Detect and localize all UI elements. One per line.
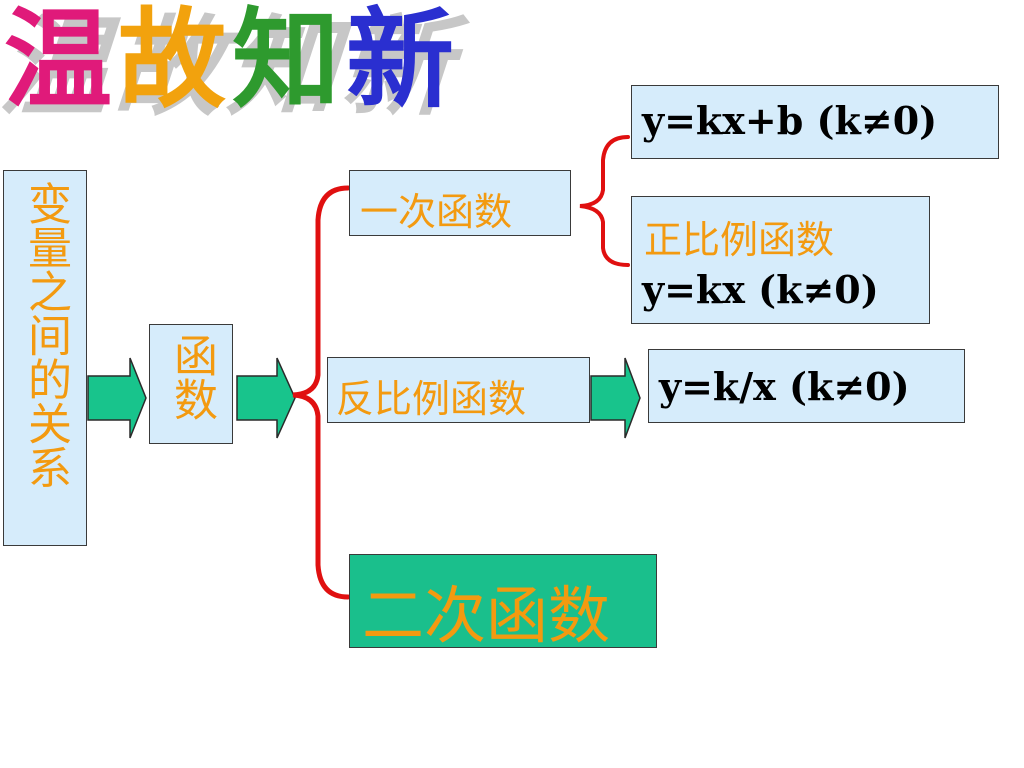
linear-function-label: 一次函数 — [360, 190, 513, 234]
linear-formula-box: y=kx+b (k≠0) — [631, 85, 999, 159]
title-char-2: 故 — [118, 0, 227, 123]
proportional-box: 正比例函数 y=kx (k≠0) — [631, 196, 930, 324]
arrow-3 — [590, 357, 641, 439]
slide-title: 温 故 知 新 温 故 知 新 — [0, 0, 480, 136]
inverse-function-box: 反比例函数 — [327, 357, 590, 423]
arrow-1 — [87, 357, 147, 439]
linear-formula: y=kx+b (k≠0) — [642, 98, 938, 143]
inverse-function-label: 反比例函数 — [336, 377, 527, 421]
function-label: 函数 — [166, 333, 217, 421]
inverse-formula-box: y=k/x (k≠0) — [648, 349, 965, 423]
title-char-3: 知 — [232, 0, 341, 123]
linear-function-box: 一次函数 — [349, 170, 571, 236]
title-char-1: 温 — [4, 0, 113, 123]
function-box: 函数 — [149, 324, 233, 444]
title-char-4: 新 — [346, 0, 455, 123]
sub-bracket — [579, 135, 630, 267]
proportional-formula: y=kx (k≠0) — [642, 267, 879, 312]
arrow-2 — [236, 357, 296, 439]
inverse-formula: y=k/x (k≠0) — [659, 364, 910, 409]
proportional-label: 正比例函数 — [644, 218, 835, 262]
quadratic-function-label: 二次函数 — [362, 579, 611, 652]
variable-relation-label: 变量之间的关系 — [20, 181, 71, 489]
main-bracket — [292, 185, 351, 600]
variable-relation-box: 变量之间的关系 — [3, 170, 87, 546]
quadratic-function-box: 二次函数 — [349, 554, 657, 652]
